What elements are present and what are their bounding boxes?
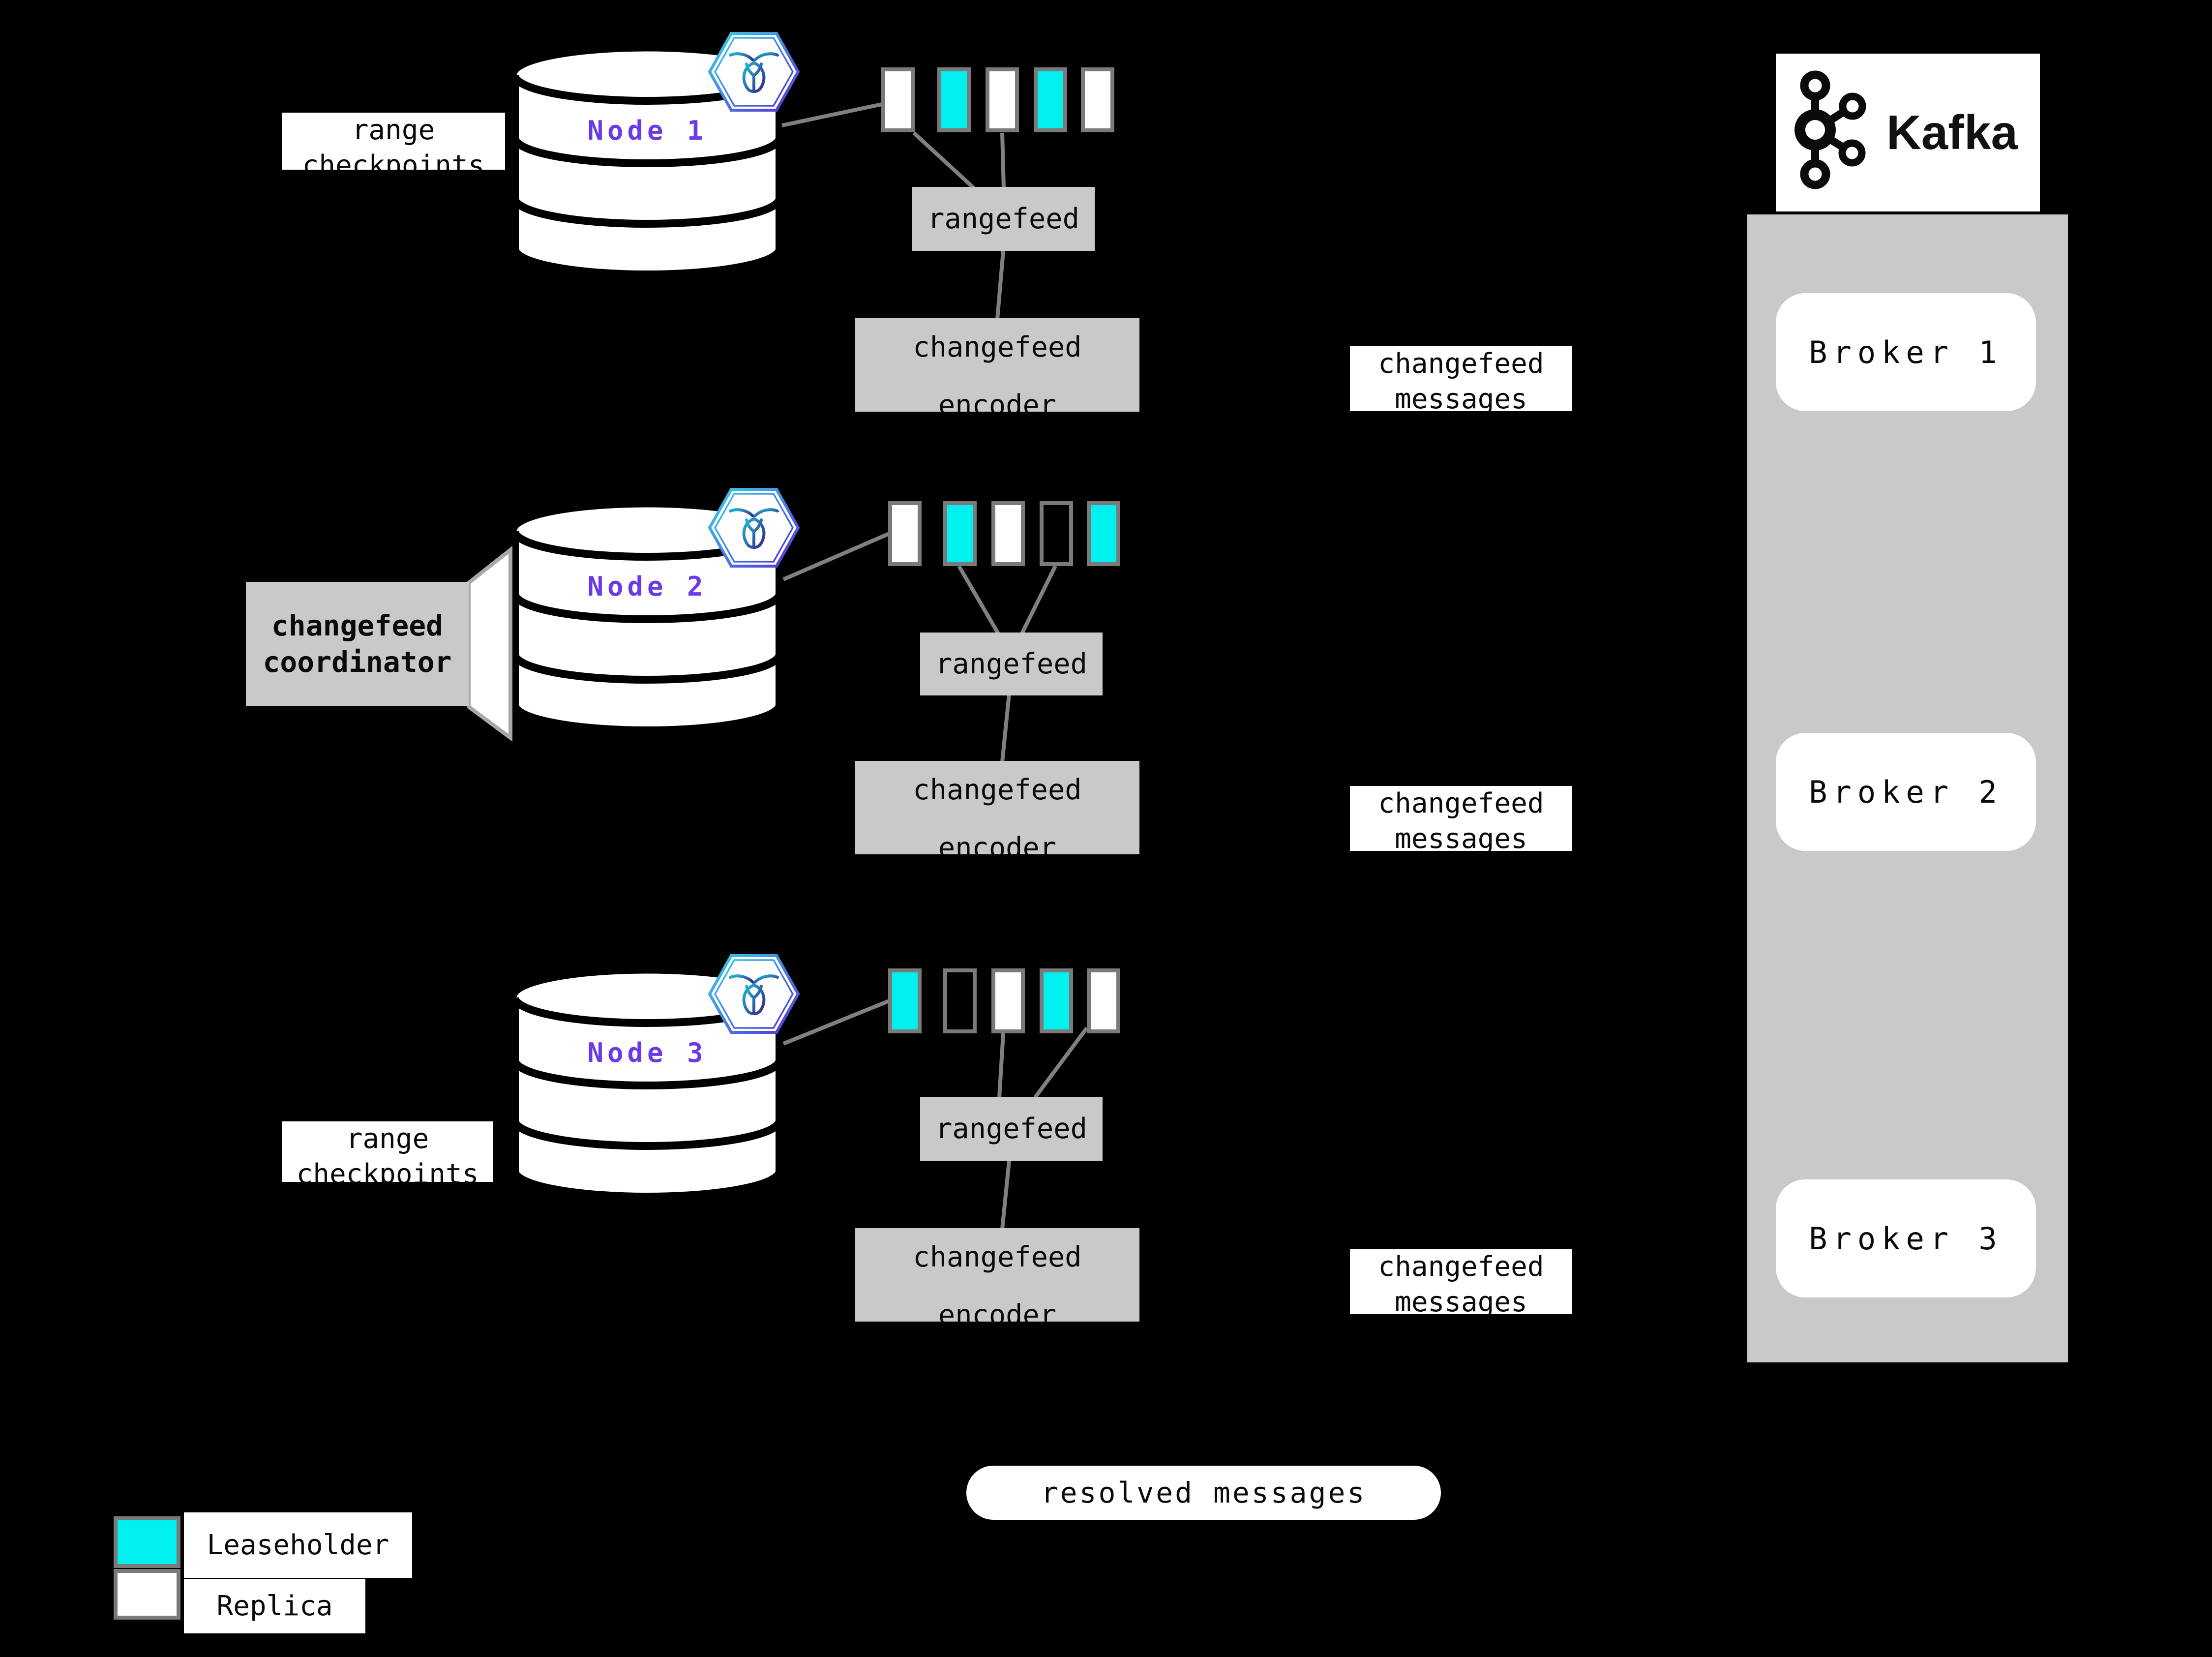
node3-label: Node 3 (587, 1037, 707, 1068)
node1-rangefeed-to-encoder-line (995, 250, 1005, 320)
kafka-logo-icon (1794, 70, 1866, 189)
node1-range-to-rangefeed-line (912, 131, 976, 190)
encoder-line2: encoder (938, 832, 1057, 854)
node2-range-square-5 (1087, 501, 1120, 566)
node2-rangefeed-to-encoder-line (1000, 693, 1011, 762)
node3-range-square-3 (991, 968, 1025, 1033)
range-checkpoints-line1: range (352, 114, 435, 146)
node1-range-square-4 (1034, 67, 1067, 132)
node2-range-square-4 (1040, 501, 1073, 566)
messages-line2: messages (1395, 1286, 1527, 1314)
coordinator-line2: coordinator (263, 645, 452, 679)
legend-leaseholder-swatch (114, 1516, 180, 1568)
node1-label: Node 1 (587, 115, 707, 146)
legend-leaseholder-label: Leaseholder (184, 1512, 412, 1578)
node1-changefeed-messages-label: changefeed messages (1350, 346, 1572, 411)
node1-range-to-rangefeed-line (1000, 132, 1006, 189)
messages-line1: changefeed (1378, 787, 1544, 819)
node2-changefeed-messages-label: changefeed messages (1350, 786, 1572, 851)
node1-range-square-1 (881, 67, 915, 132)
node2-label: Node 2 (587, 571, 707, 602)
node2-changefeed-encoder-box: changefeed encoder (855, 761, 1139, 854)
node3-rangefeed-box: rangefeed (920, 1097, 1103, 1161)
range-checkpoints-line1: range (346, 1123, 429, 1155)
node3-range-square-5 (1087, 968, 1120, 1033)
node3-range-checkpoints-label: range checkpoints (282, 1121, 493, 1182)
node1-cockroachdb-logo-icon (708, 32, 800, 112)
range-checkpoints-line2: checkpoints (302, 150, 485, 170)
node2-range-to-rangefeed-line (957, 565, 1001, 636)
broker-3-box: Broker 3 (1776, 1179, 2036, 1297)
legend-replica-label: Replica (184, 1579, 365, 1633)
messages-line1: changefeed (1378, 1251, 1544, 1283)
node3-range-square-1 (888, 968, 922, 1033)
coordinator-arrowhead-icon (239, 637, 252, 649)
node3-cockroachdb-logo-icon (708, 954, 800, 1034)
node3-range-square-4 (1040, 968, 1073, 1033)
node1-range-checkpoints-label: range checkpoints (282, 113, 505, 170)
node2-database-cylinder (511, 504, 783, 734)
legend-replica-swatch (114, 1569, 180, 1620)
node3-rangefeed-to-encoder-line (1000, 1160, 1011, 1230)
node3-changefeed-encoder-box: changefeed encoder (855, 1228, 1139, 1322)
node1-rangefeed-box: rangefeed (912, 187, 1095, 251)
node2-range-square-2 (943, 501, 977, 566)
encoder-line2: encoder (938, 389, 1057, 412)
node2-cylinder-to-range-line (782, 532, 890, 581)
resolved-messages-pill: resolved messages (966, 1466, 1441, 1520)
node1-range-square-2 (937, 67, 971, 132)
range-checkpoints-line2: checkpoints (296, 1158, 479, 1182)
kafka-logo-box: Kafka (1776, 54, 2040, 211)
broker-2-box: Broker 2 (1776, 733, 2036, 851)
node3-range-to-rangefeed-line (997, 1033, 1005, 1098)
node2-range-square-3 (991, 501, 1025, 566)
coordinator-callout-flap (467, 545, 512, 742)
node3-range-square-2 (943, 968, 977, 1033)
node1-range-square-5 (1081, 67, 1114, 132)
changefeed-coordinator-label: changefeed coordinator (246, 582, 469, 706)
node1-cylinder-to-range-line (781, 102, 882, 127)
broker-1-box: Broker 1 (1776, 293, 2036, 411)
node2-range-square-1 (888, 501, 922, 566)
coordinator-line1: changefeed (271, 609, 444, 642)
node2-cockroachdb-logo-icon (708, 488, 800, 568)
encoder-line1: changefeed (913, 1241, 1082, 1273)
connector-lines (781, 102, 1089, 1230)
encoder-line1: changefeed (913, 774, 1082, 806)
messages-line2: messages (1395, 383, 1527, 411)
node2-range-to-rangefeed-line (1019, 565, 1057, 635)
kafka-title: Kafka (1886, 105, 2018, 159)
node1-changefeed-encoder-box: changefeed encoder (855, 318, 1139, 412)
messages-line2: messages (1395, 823, 1527, 851)
node3-changefeed-messages-label: changefeed messages (1350, 1249, 1572, 1314)
messages-line1: changefeed (1378, 348, 1544, 380)
node2-rangefeed-box: rangefeed (920, 633, 1103, 695)
node3-range-to-rangefeed-line (1033, 1026, 1089, 1099)
node3-cylinder-to-range-line (782, 999, 890, 1046)
encoder-line1: changefeed (913, 331, 1082, 363)
node1-range-square-3 (986, 67, 1019, 132)
encoder-line2: encoder (938, 1299, 1057, 1322)
